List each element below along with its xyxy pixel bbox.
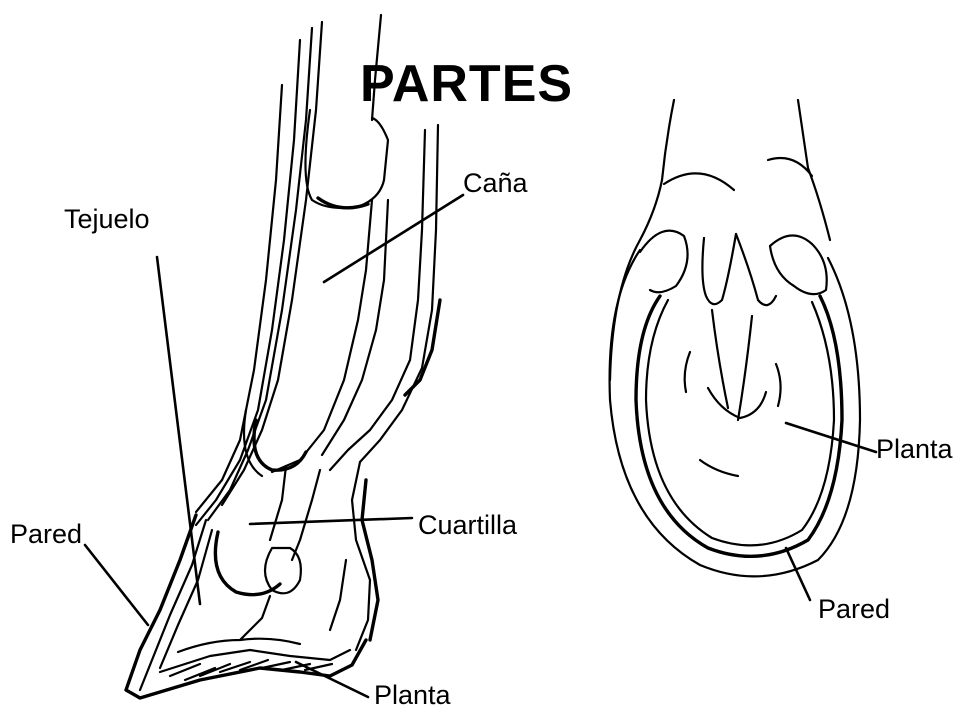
label-tejuelo: Tejuelo bbox=[64, 204, 150, 234]
side-view-limb bbox=[83, 13, 465, 700]
label-planta-side-view: Planta bbox=[374, 680, 451, 710]
label-pared-side-view: Pared bbox=[10, 519, 83, 549]
bottom-view-hoof bbox=[608, 98, 878, 602]
label-planta-bottom-view: Planta bbox=[876, 434, 953, 464]
diagram-title: PARTES bbox=[360, 55, 574, 113]
label-cana: Caña bbox=[463, 168, 528, 198]
label-cuartilla: Cuartilla bbox=[418, 510, 518, 540]
label-pared-bottom-view: Pared bbox=[818, 594, 891, 624]
